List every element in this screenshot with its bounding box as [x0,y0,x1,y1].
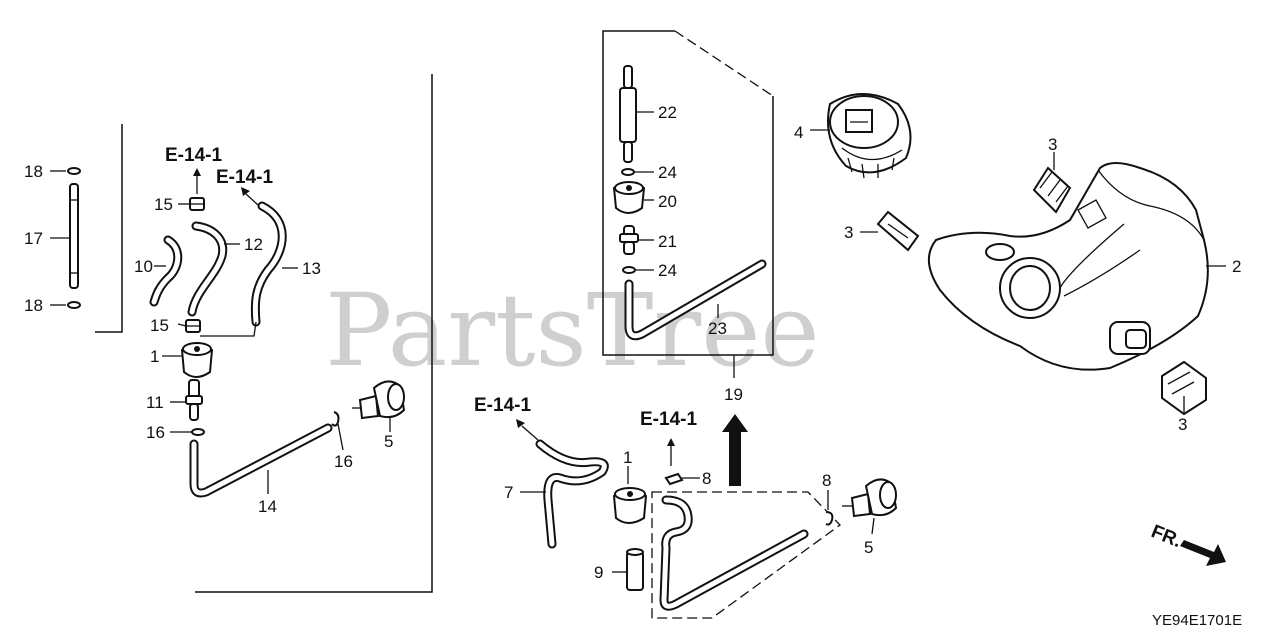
assembly-arrow [722,414,748,486]
callout-23: 23 [708,319,727,338]
callout-5-right: 5 [864,538,873,557]
callout-13: 13 [302,259,321,278]
callout-3-bottom: 3 [1178,415,1187,434]
tube-12 [187,221,228,317]
callout-15-top: 15 [154,195,173,214]
callout-16-left: 16 [146,423,165,442]
mount-rubber-3-bottom [1161,360,1207,416]
grommet-1-left [180,342,214,378]
mount-rubber-3-left [876,210,920,252]
left-panel-frame [195,74,433,593]
fuel-filter-5-left [352,380,406,420]
callout-19: 19 [724,385,743,404]
tube-assembly [659,495,809,611]
callout-20: 20 [658,192,677,211]
callout-8-right: 8 [822,471,831,490]
callout-7: 7 [504,483,513,502]
fitting-15-top [189,197,205,211]
front-direction-arrow [1180,540,1226,566]
callout-1-left: 1 [150,347,159,366]
callout-3-left: 3 [844,223,853,242]
callout-2: 2 [1232,257,1241,276]
ref-arrow-bottom-a [521,425,539,441]
callout-9: 9 [594,563,603,582]
watermark: PartsTree [325,272,820,389]
pipe-22 [619,65,637,163]
ref-label-bottom-b: E-14-1 [640,409,697,430]
callout-22: 22 [658,103,677,122]
ref-label-bottom-a: E-14-1 [474,395,531,416]
breather-kit-frame [602,30,774,356]
callout-11: 11 [146,393,164,412]
tube-10 [149,235,183,307]
callout-16-right: 16 [334,452,353,471]
ref-label-left-b: E-14-1 [216,167,273,188]
fuel-cap-4 [827,93,912,179]
tube-9 [626,548,644,591]
callout-5-left: 5 [384,432,393,451]
callout-12: 12 [244,235,263,254]
diagram-code: YE94E1701E [1152,612,1242,629]
callout-17: 17 [24,229,43,248]
fuel-tank-2 [928,162,1209,371]
joint-21 [619,225,639,255]
fitting-15-bottom [185,319,201,333]
fuel-filter-5-right [842,478,898,518]
clip-16-left [191,428,205,436]
tube-7 [535,439,609,549]
ref-arrow-left-b [245,193,259,206]
callout-8-left: 8 [702,469,711,488]
callout-21: 21 [658,232,677,251]
callout-18-top: 18 [24,162,43,181]
clip-24-top [621,168,635,176]
tube-14 [189,423,333,498]
tube-23 [624,259,767,341]
callout-18-bottom: 18 [24,296,43,315]
joint-11 [185,379,203,421]
tube-13 [250,201,287,327]
clip-8-right [825,511,834,526]
callout-24-bottom: 24 [658,261,677,280]
callout-14: 14 [258,497,277,516]
pipe-kit-frame [95,124,123,333]
ref-label-left-a: E-14-1 [165,145,222,166]
callout-10: 10 [134,257,153,276]
clip-16-right [331,411,340,427]
callout-4: 4 [794,123,803,142]
mount-rubber-3-top [1032,166,1072,214]
grommet-1-center [612,487,648,524]
grommet-20 [612,181,646,214]
direction-label: FR. [1148,521,1184,552]
callout-15-bottom: 15 [150,316,169,335]
tube-assembly-outline [651,491,841,619]
callout-1-center: 1 [623,448,632,467]
pipe-17 [67,167,81,309]
callout-3-top: 3 [1048,135,1057,154]
clip-24-bottom [622,266,636,274]
clip-8-left [664,472,684,486]
callout-24-top: 24 [658,163,677,182]
